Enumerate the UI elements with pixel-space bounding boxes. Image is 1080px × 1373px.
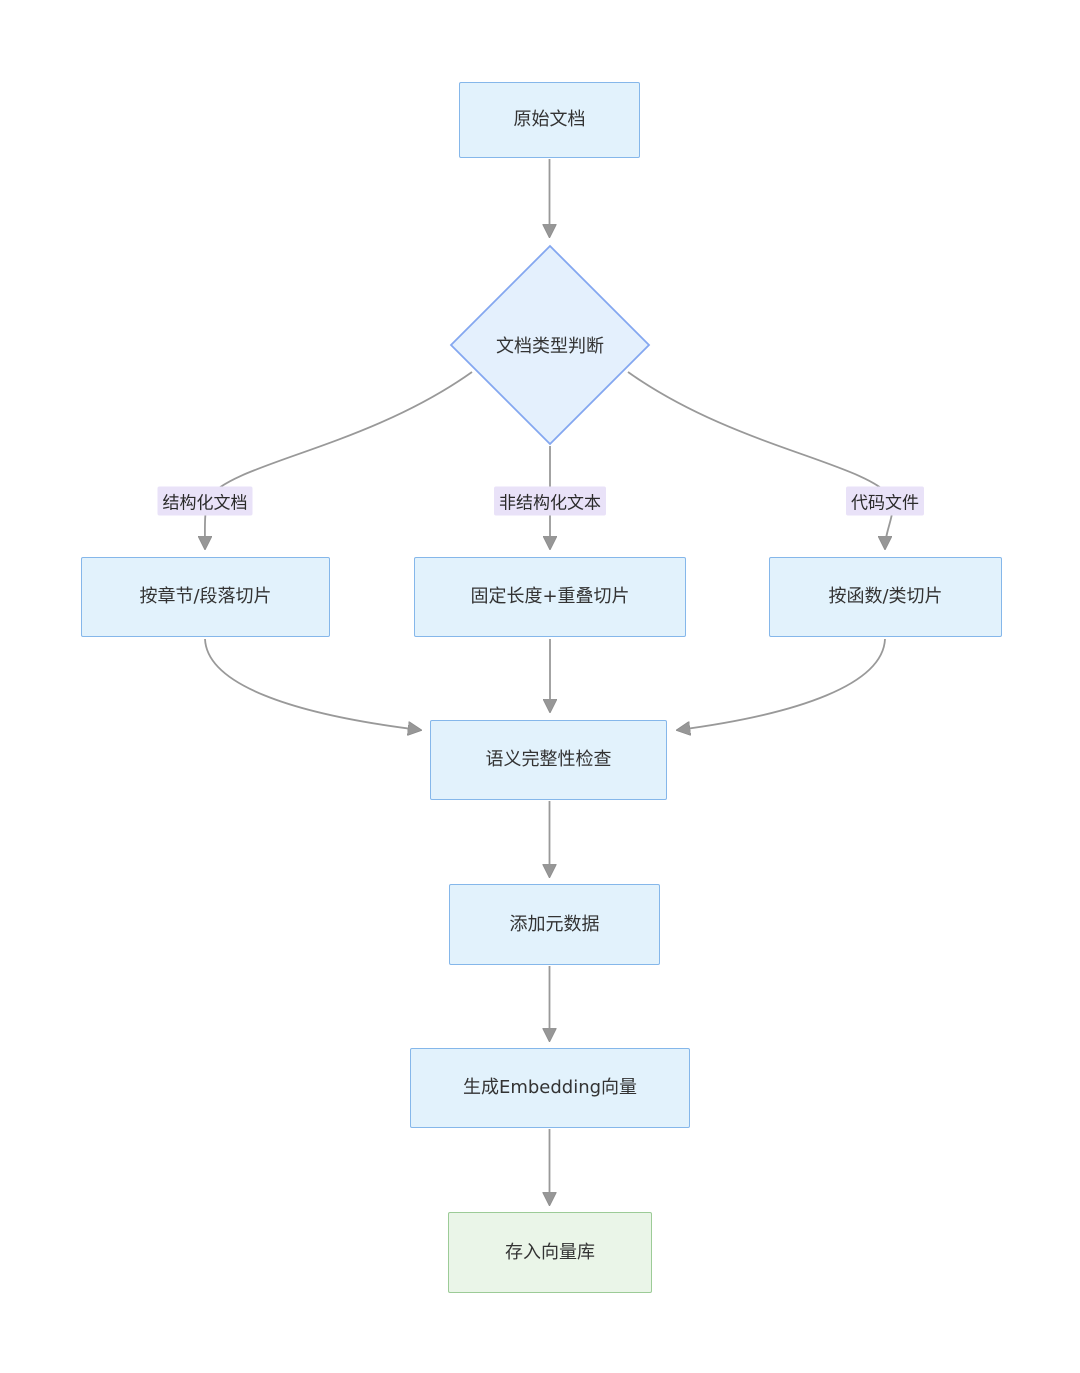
edge-decision-to-function: [627, 371, 894, 548]
edge-decision-to-chapter: [205, 371, 473, 548]
edge-label-unstructured: 非结构化文本: [494, 486, 606, 516]
node-semantic-check-label: 语义完整性检查: [485, 749, 612, 771]
node-vector-store: 存入向量库: [448, 1212, 652, 1293]
node-function-slice-label: 按函数/类切片: [828, 586, 943, 608]
edge-chapter-to-check: [204, 638, 420, 730]
node-decision-label: 文档类型判断: [496, 336, 604, 357]
node-function-slice: 按函数/类切片: [769, 557, 1002, 637]
edge-function-to-check: [678, 638, 886, 730]
node-add-metadata: 添加元数据: [449, 884, 660, 965]
node-embedding: 生成Embedding向量: [410, 1048, 690, 1128]
node-vector-store-label: 存入向量库: [505, 1241, 595, 1263]
node-source-doc: 原始文档: [459, 82, 640, 158]
node-add-metadata-label: 添加元数据: [509, 913, 600, 935]
node-embedding-label: 生成Embedding向量: [462, 1077, 638, 1099]
node-fixed-slice: 固定长度+重叠切片: [414, 557, 686, 637]
decision-diamond-shape: [449, 244, 651, 446]
node-fixed-slice-label: 固定长度+重叠切片: [470, 586, 630, 608]
edge-label-structured: 结构化文档: [157, 486, 253, 516]
node-semantic-check: 语义完整性检查: [430, 720, 667, 800]
edge-label-code: 代码文件: [846, 486, 924, 516]
node-source-doc-label: 原始文档: [513, 109, 586, 131]
node-chapter-slice-label: 按章节/段落切片: [139, 586, 272, 608]
node-chapter-slice: 按章节/段落切片: [81, 557, 330, 637]
